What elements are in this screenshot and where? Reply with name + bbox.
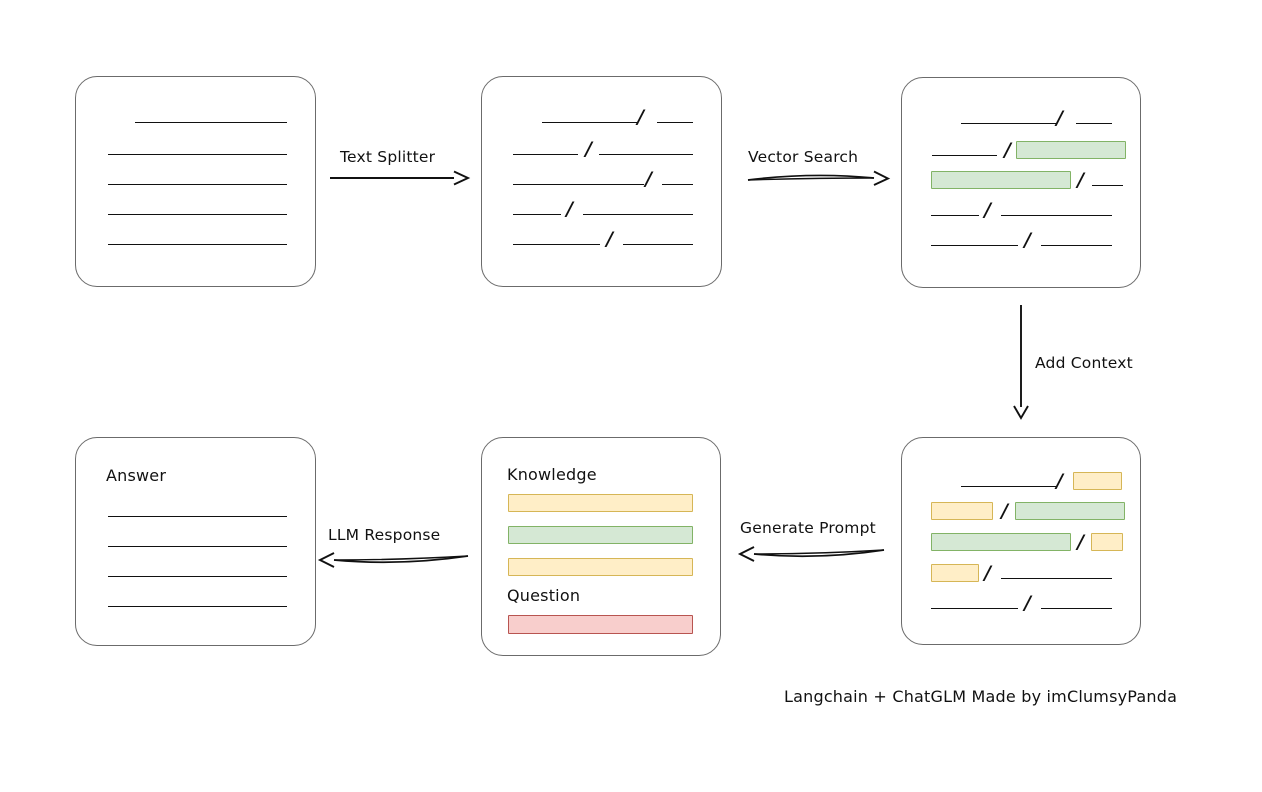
knowledge-bar-yellow <box>508 494 693 512</box>
document-line <box>931 245 1018 246</box>
document-line <box>135 122 287 123</box>
separator-slash: / <box>1077 169 1084 191</box>
document-line <box>961 486 1057 487</box>
document-line <box>931 608 1018 609</box>
document-line <box>108 154 287 155</box>
document-line <box>961 123 1057 124</box>
knowledge-label: Knowledge <box>507 465 597 484</box>
prompt-box[interactable]: Knowledge Question <box>481 437 721 656</box>
document-line <box>931 215 979 216</box>
knowledge-bar-yellow <box>508 558 693 576</box>
knowledge-bar-green <box>508 526 693 544</box>
document-line <box>1001 578 1112 579</box>
document-line <box>513 244 600 245</box>
edge-label-llm-response: LLM Response <box>328 526 441 544</box>
split-document-box[interactable]: / / / / / <box>481 76 722 287</box>
context-document-box[interactable]: / / / / / <box>901 437 1141 645</box>
document-line <box>1041 608 1112 609</box>
vector-search-arrow <box>747 170 891 186</box>
answer-line <box>108 576 287 577</box>
document-line <box>513 214 561 215</box>
llm-response-arrow <box>317 552 469 568</box>
answer-box[interactable]: Answer <box>75 437 316 646</box>
vector-matched-document-box[interactable]: / / / / / <box>901 77 1141 288</box>
separator-slash: / <box>1056 470 1063 492</box>
answer-line <box>108 606 287 607</box>
document-line <box>513 184 644 185</box>
edge-label-add-context: Add Context <box>1035 354 1133 372</box>
highlight-yellow <box>1091 533 1123 551</box>
highlight-yellow <box>1073 472 1122 490</box>
separator-slash: / <box>1001 500 1008 522</box>
document-line <box>513 154 578 155</box>
document-line <box>583 214 693 215</box>
question-bar-red <box>508 615 693 634</box>
footer-credit: Langchain + ChatGLM Made by imClumsyPand… <box>784 687 1178 706</box>
answer-label: Answer <box>106 466 167 485</box>
separator-slash: / <box>566 198 573 220</box>
highlight-green <box>931 171 1071 189</box>
highlight-green <box>1016 141 1126 159</box>
separator-slash: / <box>1077 531 1084 553</box>
separator-slash: / <box>585 138 592 160</box>
document-line <box>542 122 638 123</box>
separator-slash: / <box>1056 107 1063 129</box>
document-line <box>1076 123 1112 124</box>
answer-line <box>108 546 287 547</box>
separator-slash: / <box>606 228 613 250</box>
separator-slash: / <box>637 106 644 128</box>
answer-line <box>108 516 287 517</box>
edge-label-text-splitter: Text Splitter <box>340 148 436 166</box>
separator-slash: / <box>1024 229 1031 251</box>
highlight-green <box>1015 502 1125 520</box>
source-document-box[interactable] <box>75 76 316 287</box>
separator-slash: / <box>984 562 991 584</box>
question-label: Question <box>507 586 581 605</box>
document-line <box>623 244 693 245</box>
separator-slash: / <box>645 168 652 190</box>
highlight-green <box>931 533 1071 551</box>
highlight-yellow <box>931 502 993 520</box>
document-line <box>108 214 287 215</box>
highlight-yellow <box>931 564 979 582</box>
edge-label-generate-prompt: Generate Prompt <box>740 519 876 537</box>
separator-slash: / <box>984 199 991 221</box>
document-line <box>1001 215 1112 216</box>
document-line <box>1092 185 1123 186</box>
add-context-arrow <box>1013 305 1029 420</box>
separator-slash: / <box>1004 139 1011 161</box>
separator-slash: / <box>1024 592 1031 614</box>
edge-label-vector-search: Vector Search <box>748 148 859 166</box>
generate-prompt-arrow <box>737 546 885 562</box>
document-line <box>662 184 693 185</box>
document-line <box>599 154 693 155</box>
document-line <box>108 184 287 185</box>
document-line <box>108 244 287 245</box>
document-line <box>657 122 693 123</box>
document-line <box>1041 245 1112 246</box>
document-line <box>932 155 997 156</box>
text-splitter-arrow <box>330 170 471 186</box>
